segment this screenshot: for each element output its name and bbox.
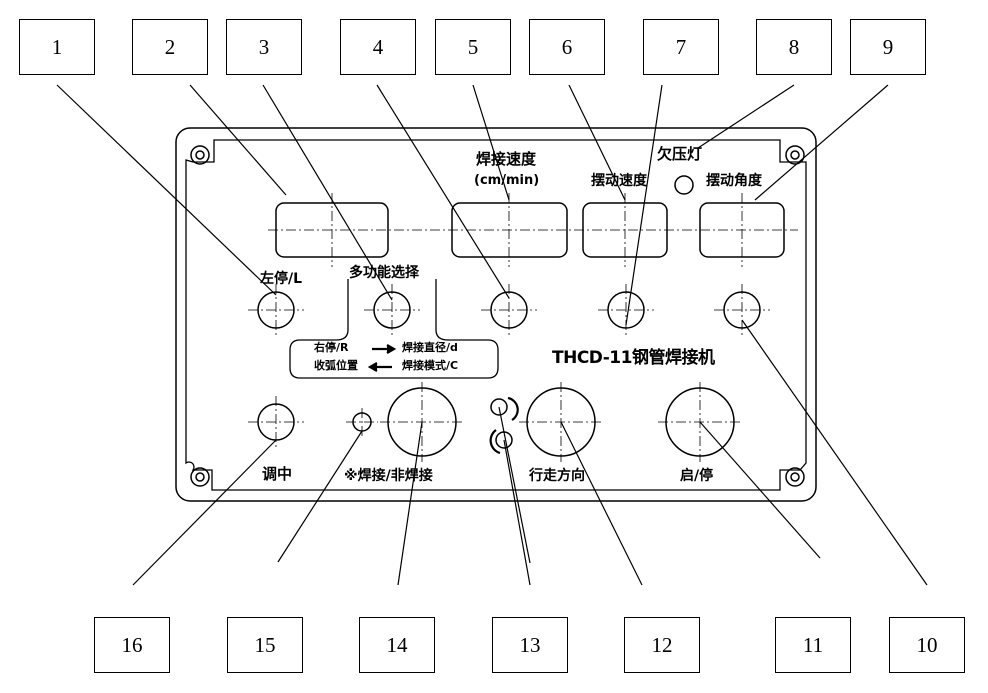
left-stop-label: 左停/L (260, 271, 303, 287)
callout-11: 11 (775, 617, 851, 673)
weld-diameter-label: 焊接直径/d (402, 341, 458, 354)
callout-15: 15 (227, 617, 303, 673)
arrow-left-icon (367, 362, 392, 372)
multi-function-label: 多功能选择 (349, 265, 419, 281)
leader-lines (56, 84, 928, 586)
undervoltage-lamp-label: 欠压灯 (657, 145, 703, 163)
swing-angle-label: 摆动角度 (706, 173, 762, 189)
callout-14: 14 (359, 617, 435, 673)
swing-speed-label: 摆动速度 (591, 173, 647, 189)
weld-toggle-label: ※焊接/非焊接 (344, 468, 433, 484)
right-stop-label: 右停/R (314, 341, 349, 354)
start-stop-label: 启/停 (680, 468, 714, 484)
callout-9: 9 (850, 19, 926, 75)
callout-7: 7 (643, 19, 719, 75)
callout-16: 16 (94, 617, 170, 673)
weld-mode-label: 焊接模式/C (402, 359, 459, 372)
center-label: 调中 (262, 465, 293, 483)
center-lines (248, 193, 798, 462)
callout-5: 5 (435, 19, 511, 75)
callout-2: 2 (132, 19, 208, 75)
callout-8: 8 (756, 19, 832, 75)
travel-direction-label: 行走方向 (529, 468, 585, 484)
panel-inner-border (185, 139, 807, 491)
callout-13: 13 (492, 617, 568, 673)
callout-10: 10 (889, 617, 965, 673)
screw-bottom-left-icon (190, 467, 210, 487)
callout-6: 6 (529, 19, 605, 75)
weld-speed-label: 焊接速度 (476, 150, 537, 168)
panel-outer-border (175, 127, 817, 502)
arrow-right-icon (372, 344, 397, 354)
screw-bottom-right-icon (785, 467, 805, 487)
callout-12: 12 (624, 617, 700, 673)
callout-3: 3 (226, 19, 302, 75)
model-label: THCD-11钢管焊接机 (552, 348, 715, 368)
callout-4: 4 (340, 19, 416, 75)
arc-close-position-label: 收弧位置 (314, 359, 358, 372)
screw-top-right-icon (785, 145, 805, 165)
indicator-cw (490, 398, 508, 416)
screw-top-left-icon (190, 145, 210, 165)
multi-function-bracket (289, 279, 499, 379)
callout-1: 1 (19, 19, 95, 75)
rotate-cw-icon (507, 396, 519, 421)
weld-speed-unit: (cm/min) (474, 173, 540, 188)
undervoltage-lamp-icon (674, 175, 694, 195)
rotate-ccw-icon (489, 429, 501, 455)
